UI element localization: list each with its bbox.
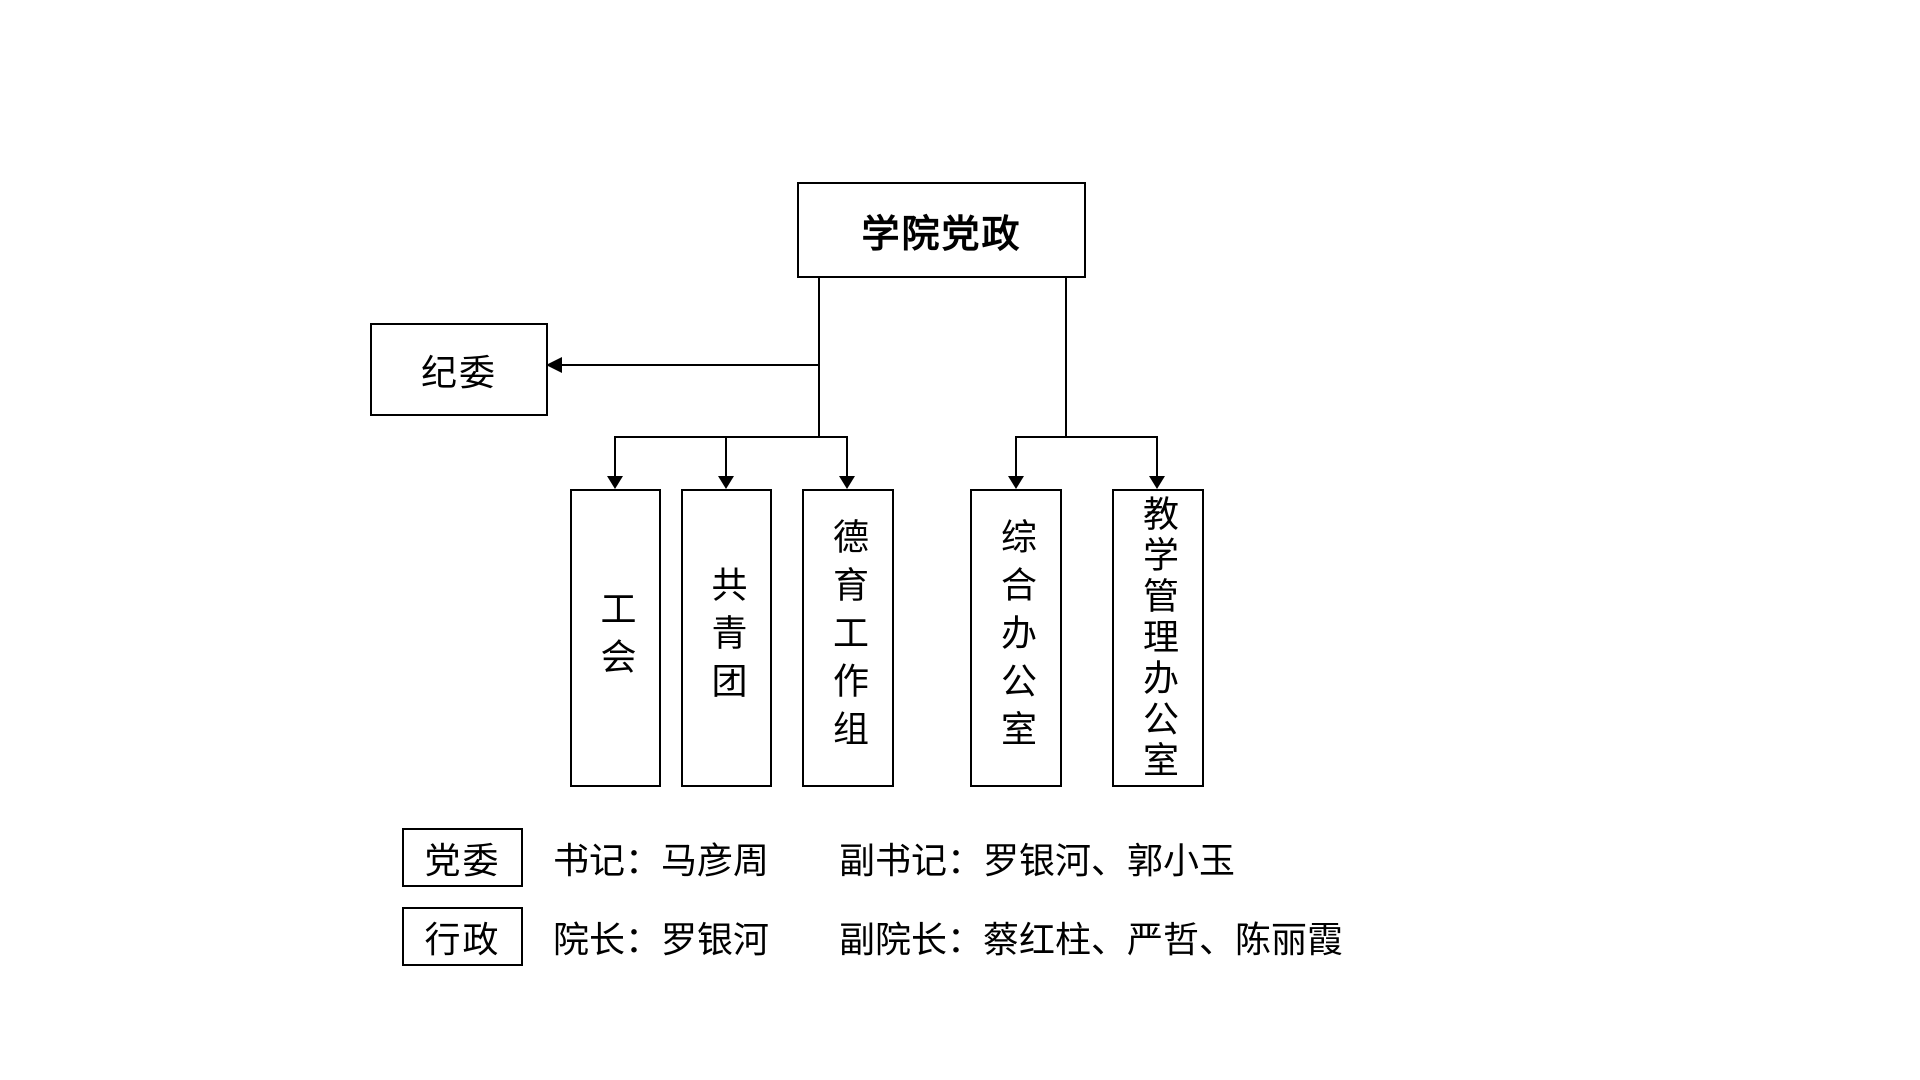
root-box-party-government: 学院党政: [797, 182, 1086, 278]
connector-drop-line: [1015, 437, 1017, 479]
discipline-committee-box: 纪委: [370, 323, 548, 416]
dept-label: 工会: [595, 590, 636, 686]
connector-root-right-vline: [1065, 277, 1067, 438]
down-arrowhead-icon: [1008, 476, 1024, 489]
connector-drop-line: [846, 437, 848, 479]
dept-box-teaching-management-office: 教学管理办公室: [1112, 489, 1204, 787]
legend-box-admin-label: 行政: [424, 919, 501, 960]
dept-label: 共青团: [706, 566, 747, 710]
root-box-label: 学院党政: [861, 213, 1022, 256]
connector-drop-line: [1156, 437, 1158, 479]
down-arrowhead-icon: [839, 476, 855, 489]
connector-branch-left: [614, 436, 848, 438]
dept-label: 教学管理办公室: [1138, 494, 1178, 782]
connector-discipline-line: [560, 364, 820, 366]
discipline-committee-label: 纪委: [420, 352, 497, 393]
legend-party-secretary-text: 书记：马彦周: [553, 840, 770, 881]
down-arrowhead-icon: [607, 476, 623, 489]
connector-root-left-vline: [818, 277, 820, 438]
legend-dean-text: 院长：罗银河: [553, 919, 770, 960]
legend-box-party-committee: 党委: [402, 828, 523, 887]
dept-box-moral-education-group: 德育工作组: [802, 489, 894, 787]
connector-drop-line: [725, 437, 727, 479]
dept-box-general-office: 综合办公室: [970, 489, 1062, 787]
dept-box-youth-league: 共青团: [681, 489, 772, 787]
dept-label: 综合办公室: [996, 518, 1036, 758]
legend-party-deputy-secretaries-text: 副书记：罗银河、郭小玉: [839, 840, 1236, 881]
dept-box-labor-union: 工会: [570, 489, 661, 787]
left-arrowhead-icon: [546, 357, 562, 373]
connector-drop-line: [614, 437, 616, 479]
dept-label: 德育工作组: [828, 518, 868, 758]
legend-deputy-deans-text: 副院长：蔡红柱、严哲、陈丽霞: [839, 919, 1344, 960]
legend-box-party-label: 党委: [424, 840, 501, 881]
legend-box-administration: 行政: [402, 907, 523, 966]
down-arrowhead-icon: [718, 476, 734, 489]
down-arrowhead-icon: [1149, 476, 1165, 489]
connector-branch-right: [1015, 436, 1158, 438]
